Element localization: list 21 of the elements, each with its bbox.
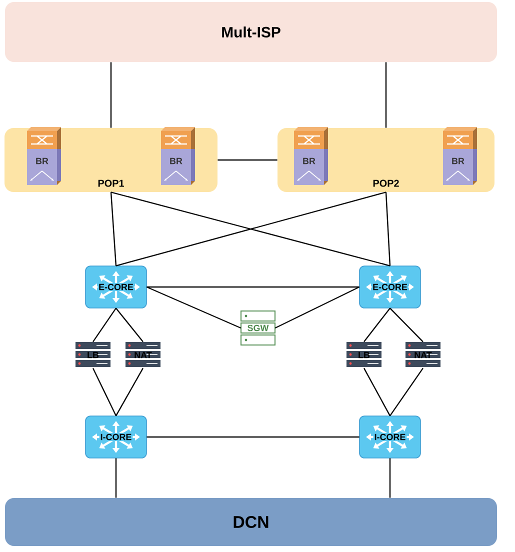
- link-line: [385, 62, 387, 128]
- link-line: [390, 308, 424, 342]
- link-line: [115, 368, 144, 416]
- link-line: [116, 308, 144, 342]
- banner-box: Mult-ISP: [5, 2, 497, 62]
- link-line: [146, 436, 360, 438]
- link-line: [385, 192, 391, 266]
- link-line: [390, 368, 424, 416]
- link-line: [218, 159, 278, 161]
- link-line: [274, 286, 360, 329]
- banner-box: DCN: [5, 498, 497, 546]
- link-line: [92, 368, 117, 416]
- link-line: [92, 308, 116, 342]
- link-line: [110, 192, 117, 266]
- link-line: [146, 286, 360, 288]
- link-line: [115, 458, 117, 498]
- link-line: [146, 286, 242, 329]
- link-line: [110, 62, 112, 128]
- link-line: [364, 308, 390, 342]
- link-line: [389, 458, 391, 498]
- link-line: [363, 368, 391, 416]
